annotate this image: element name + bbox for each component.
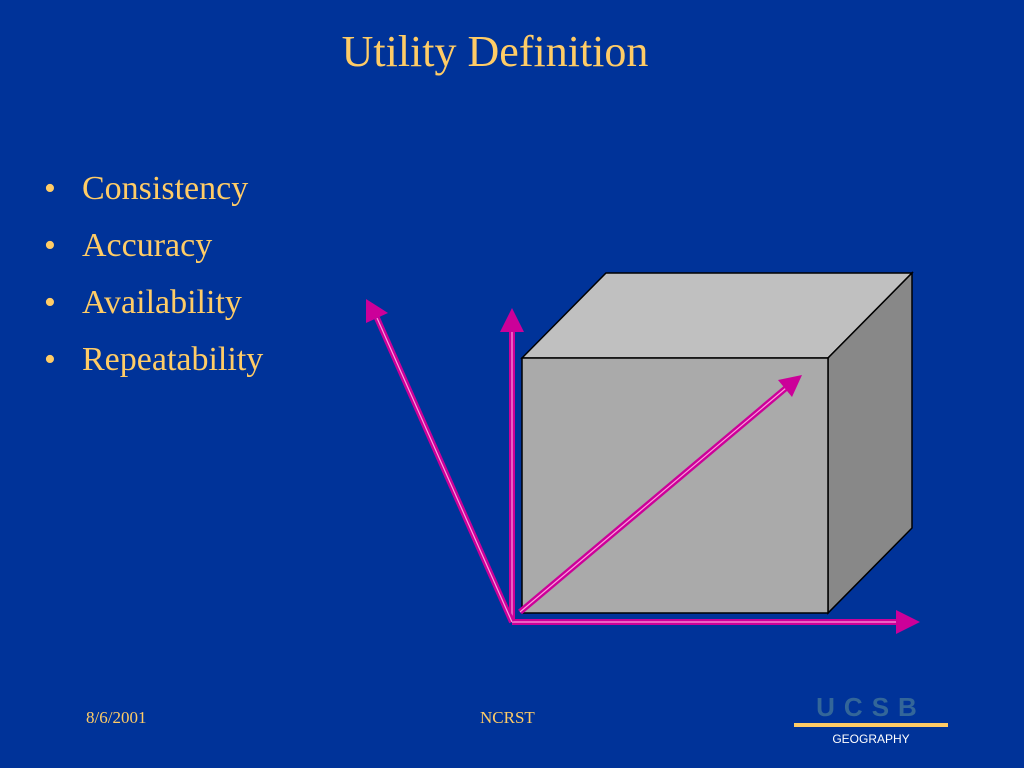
footer-title: NCRST [480, 708, 535, 727]
bullet-icon: • [44, 284, 56, 321]
logo-divider [794, 723, 948, 727]
bullet-text: Repeatability [82, 341, 264, 378]
bullet-text: Accuracy [82, 227, 213, 264]
bullet-item: • Availability [44, 274, 263, 331]
cube-diagonal-arrow [518, 375, 802, 615]
bullet-item: • Repeatability [44, 331, 263, 388]
ucsb-geography-logo: UCSB GEOGRAPHY [794, 692, 948, 750]
logo-subtitle: GEOGRAPHY [832, 732, 910, 746]
vertical-axis-arrow [500, 308, 524, 622]
bullet-text: Consistency [82, 170, 249, 207]
bullet-icon: • [44, 227, 56, 264]
footer-date: 8/6/2001 [86, 708, 147, 727]
bullet-icon: • [44, 341, 56, 378]
bullet-item: • Consistency [44, 160, 263, 217]
bullet-list: • Consistency • Accuracy • Availability • Re… [44, 160, 263, 388]
bullet-text: Availability [82, 284, 242, 321]
horizontal-axis-arrow [512, 610, 920, 634]
bullet-icon: • [44, 170, 56, 207]
left-diagonal-arrow [366, 299, 515, 624]
logo-letters: UCSB [816, 692, 926, 722]
bullet-item: • Accuracy [44, 217, 263, 274]
slide-title: Utility Definition [341, 27, 649, 76]
